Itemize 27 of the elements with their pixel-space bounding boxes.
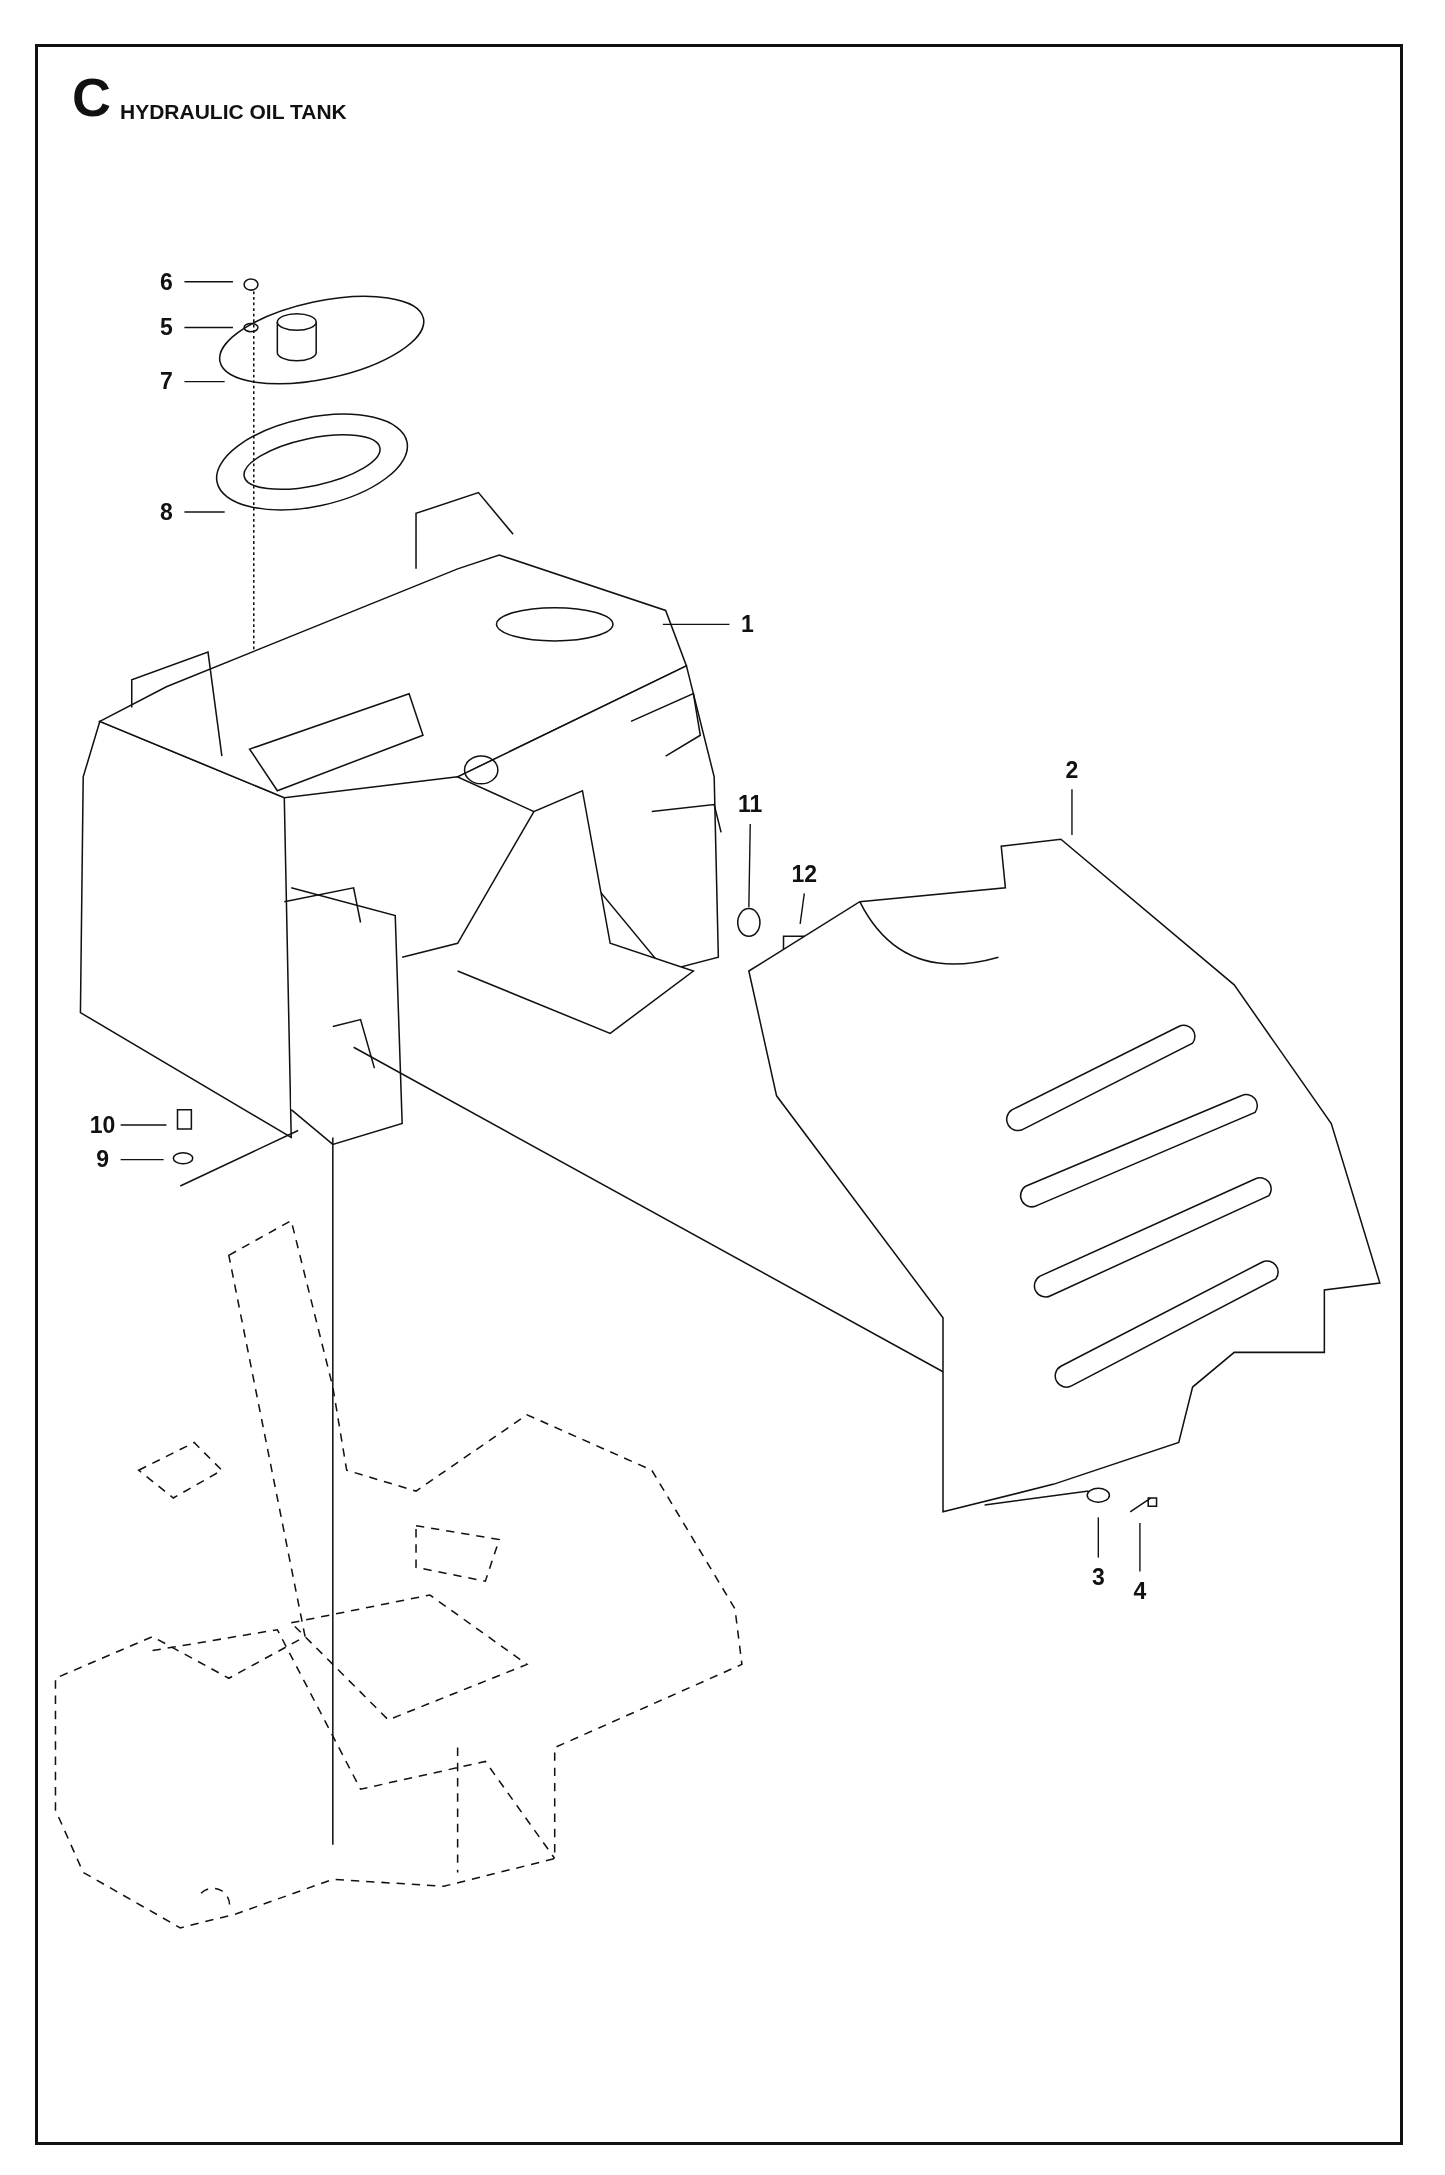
callout-number: 9	[96, 1147, 109, 1171]
callout-number: 11	[738, 792, 763, 816]
callout-number: 1	[741, 612, 754, 636]
callout-number: 6	[160, 270, 173, 293]
leader-line	[119, 1124, 168, 1126]
callout-number: 4	[1133, 1579, 1147, 1603]
leader-line	[183, 281, 234, 283]
leader-line	[1139, 1522, 1141, 1573]
washer-ring	[737, 907, 761, 938]
leader-line	[799, 892, 805, 925]
diagram-title: HYDRAULIC OIL TANK	[120, 100, 347, 124]
leader-line	[1071, 788, 1073, 836]
leader-line	[748, 823, 751, 908]
leader-line	[1097, 1516, 1099, 1559]
section-letter: C	[72, 70, 111, 124]
leader-line	[119, 1158, 165, 1161]
leader-line	[183, 511, 226, 513]
callout-number: 8	[160, 500, 173, 524]
callout-number: 3	[1091, 1565, 1105, 1589]
callout-number: 10	[89, 1113, 116, 1137]
callout-number: 2	[1065, 758, 1079, 782]
callout-number: 12	[791, 862, 818, 886]
callout-number: 7	[160, 369, 173, 393]
leader-line	[183, 326, 234, 329]
leader-line	[662, 623, 731, 625]
leader-line	[183, 380, 226, 383]
callout-number: 5	[160, 315, 173, 339]
